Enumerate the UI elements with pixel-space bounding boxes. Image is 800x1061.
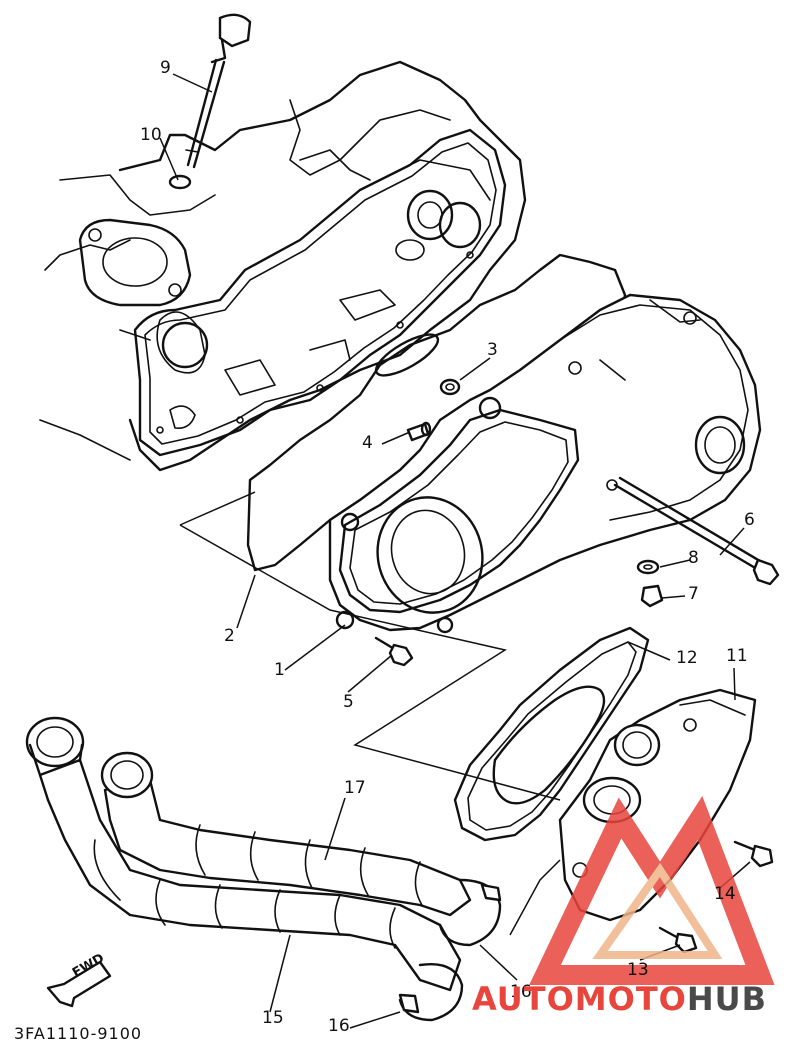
- callout-4: 4: [362, 433, 373, 453]
- duct-gasket-12: [453, 626, 650, 842]
- callout-11: 11: [726, 646, 748, 666]
- watermark-brand-part1: AUTOMOTO: [472, 980, 687, 1018]
- bolt-6: [613, 476, 780, 586]
- dowel-pin-4: [406, 421, 432, 442]
- watermark-brand-text: AUTOMOTOHUB: [472, 980, 767, 1018]
- bolt-14: [733, 840, 774, 868]
- callout-13: 13: [627, 960, 649, 980]
- callout-15: 15: [262, 1008, 284, 1028]
- callout-16-upper: 16: [510, 982, 532, 1002]
- crankcase-cover: [328, 293, 762, 634]
- watermark-brand-part2: HUB: [686, 980, 768, 1018]
- bolt-13: [658, 926, 698, 954]
- o-ring-10: [168, 174, 192, 190]
- bolt-5: [374, 636, 414, 667]
- washer-3: [439, 378, 461, 396]
- intake-duct-15: [25, 716, 462, 992]
- callout-1: 1: [274, 660, 285, 680]
- fwd-arrow: [46, 960, 112, 1008]
- intake-duct-17: [100, 751, 472, 917]
- callout-12: 12: [676, 648, 698, 668]
- callout-8: 8: [688, 548, 699, 568]
- crankcase: [39, 60, 527, 472]
- callout-14: 14: [714, 884, 736, 904]
- washer-8: [636, 559, 660, 575]
- callout-2: 2: [224, 626, 235, 646]
- callout-16-lower: 16: [328, 1016, 350, 1036]
- hose-clamp-16-lower: [398, 963, 464, 1022]
- nut-7: [640, 584, 664, 608]
- callout-3: 3: [487, 340, 498, 360]
- watermark-triangle-inner: [592, 862, 723, 959]
- callout-9: 9: [160, 58, 171, 78]
- callout-5: 5: [343, 692, 354, 712]
- callout-6: 6: [744, 510, 755, 530]
- gasket-2: [133, 128, 507, 457]
- callout-17: 17: [344, 778, 366, 798]
- diagram-part-code: 3FA1110-9100: [14, 1024, 143, 1043]
- watermark-logo: [529, 795, 775, 985]
- callout-7: 7: [688, 584, 699, 604]
- leader-lines: [159, 73, 751, 1029]
- callout-10: 10: [140, 125, 162, 145]
- hose-clamp-16-upper: [438, 878, 502, 947]
- watermark-triangle-outer: [529, 795, 775, 985]
- oil-dipstick-9: [185, 13, 252, 169]
